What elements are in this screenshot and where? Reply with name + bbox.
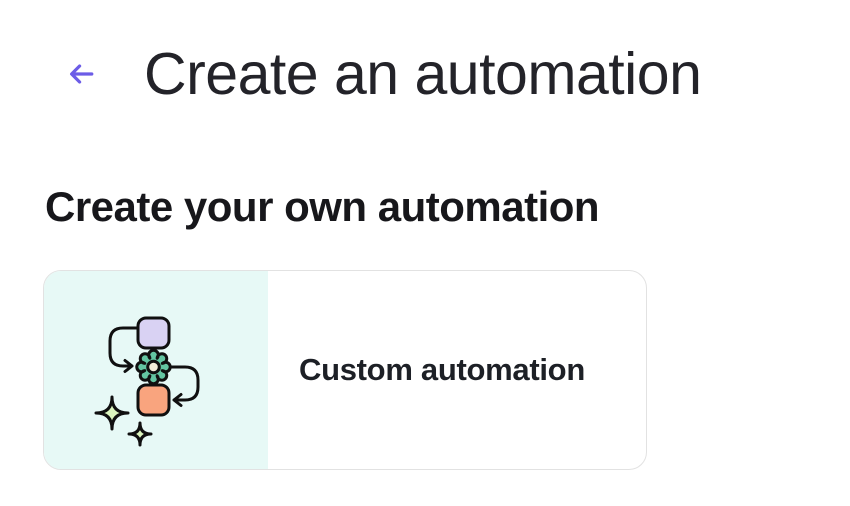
sparkle-large-icon — [94, 395, 130, 431]
sparkle-small-icon — [127, 421, 153, 447]
custom-automation-card[interactable]: Custom automation — [43, 270, 647, 470]
flow-step-orange-node — [136, 383, 171, 417]
page-header: Create an automation — [64, 40, 702, 108]
flow-step-purple-node — [136, 316, 171, 350]
page-title: Create an automation — [144, 41, 702, 107]
left-arrow-icon — [70, 64, 94, 84]
card-label: Custom automation — [299, 352, 585, 387]
section-title: Create your own automation — [45, 183, 600, 230]
card-illustration-panel — [44, 271, 268, 469]
workflow-automation-illustration — [94, 316, 200, 447]
gear-center-dot — [146, 359, 161, 375]
flow-arrows-icon — [108, 326, 200, 407]
back-button[interactable] — [64, 57, 98, 91]
